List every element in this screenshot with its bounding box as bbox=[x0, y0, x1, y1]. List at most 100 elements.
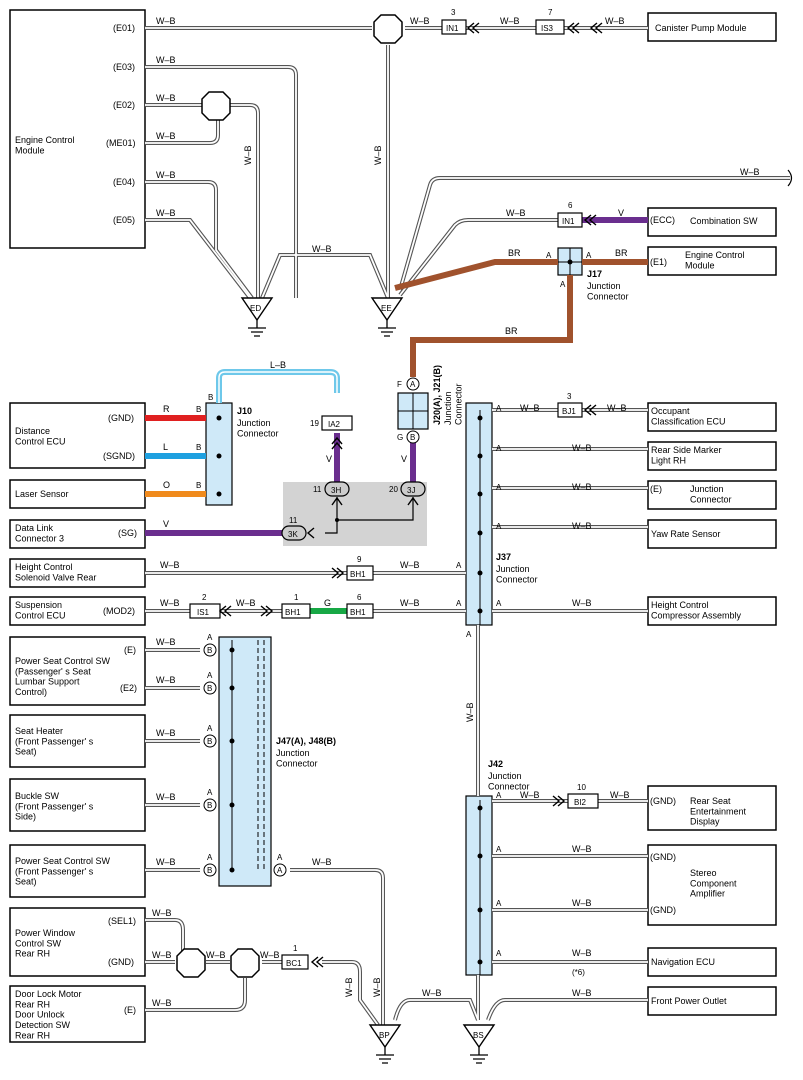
ground-bp bbox=[368, 1024, 402, 1049]
wire-lbl-20: W–B bbox=[160, 598, 180, 608]
rse-box bbox=[647, 785, 777, 831]
canister-label: Canister Pump Module bbox=[655, 23, 747, 33]
pn-1-bh1: 1 bbox=[294, 593, 299, 602]
ground-bs-label: BS bbox=[473, 1031, 484, 1040]
lb-wire bbox=[216, 369, 340, 403]
term-a-j37-2: A bbox=[496, 444, 502, 453]
pin-e03: (E03) bbox=[113, 62, 135, 72]
pin-ecc: (ECC) bbox=[650, 215, 675, 225]
term-a-j47-4: A bbox=[207, 788, 213, 797]
wire-lbl-5: W–B bbox=[156, 170, 176, 180]
wire-lbl-27: W–B bbox=[572, 898, 592, 908]
conn-3k: 3K bbox=[288, 530, 298, 539]
ground-ed bbox=[240, 297, 274, 322]
term-a-j47-3: A bbox=[207, 724, 213, 733]
term-b-j47-3: B bbox=[207, 737, 212, 746]
pin-gnd-stereo2: (GND) bbox=[650, 905, 676, 915]
pw-sw-box bbox=[9, 907, 146, 977]
wire-lbl-38: W–B bbox=[152, 950, 172, 960]
wire-lbl-40: W–B bbox=[260, 950, 280, 960]
term-a-j47-1: A bbox=[207, 633, 213, 642]
wire-lbl-13: W–B bbox=[520, 403, 540, 413]
combination-sw-label: Combination SW bbox=[690, 216, 758, 226]
pn-9: 9 bbox=[357, 555, 362, 564]
arrow-chevrons bbox=[218, 22, 603, 968]
term-a-j37-7: A bbox=[496, 599, 502, 608]
splice-pw2 bbox=[230, 948, 260, 978]
wire-lbl-br1: BR bbox=[508, 248, 521, 258]
ground-bars bbox=[248, 320, 488, 1064]
term-g: G bbox=[397, 433, 403, 442]
pin-gnd-pw: (GND) bbox=[108, 957, 134, 967]
junction-inner-lines bbox=[231, 248, 582, 975]
term-a-j42-2: A bbox=[496, 845, 502, 854]
term-b-j10-top: B bbox=[208, 393, 213, 402]
wire-lbl-29: W–B bbox=[572, 988, 592, 998]
pn-3-top: 3 bbox=[451, 8, 456, 17]
pn-6-ecc: 6 bbox=[568, 201, 573, 210]
laser-label: Laser Sensor bbox=[15, 489, 69, 499]
term-a-j17-bottom: A bbox=[560, 280, 566, 289]
wire-lbl-o: O bbox=[163, 480, 170, 490]
wire-lbl-vert-4: W–B bbox=[344, 977, 354, 997]
j37-title: J37 bbox=[496, 552, 511, 562]
term-a-j37-5: A bbox=[456, 561, 462, 570]
junction-dots bbox=[216, 259, 573, 965]
term-f: F bbox=[397, 380, 402, 389]
small-connectors bbox=[189, 19, 599, 970]
ground-ee bbox=[370, 297, 404, 322]
term-a-j42-3: A bbox=[496, 899, 502, 908]
splice-pw1 bbox=[176, 948, 206, 978]
wire-lbl-10: W–B bbox=[312, 244, 332, 254]
wire-lbl-39: W–B bbox=[206, 950, 226, 960]
wire-lbl-28: W–B bbox=[572, 948, 592, 958]
wire-lbl-33: W–B bbox=[156, 728, 176, 738]
yaw-box bbox=[647, 519, 777, 549]
term-a-j37-6: A bbox=[456, 599, 462, 608]
nav-label: Navigation ECU bbox=[651, 957, 715, 967]
wire-lbl-v-3h: V bbox=[326, 454, 332, 464]
j20-title: J20(A), J21(B) bbox=[432, 365, 442, 425]
pin-e01: (E01) bbox=[113, 23, 135, 33]
splice-top bbox=[373, 14, 403, 44]
colored-wires bbox=[145, 217, 648, 614]
term-a-j47-2: A bbox=[207, 671, 213, 680]
conn-bh1-c: BH1 bbox=[350, 608, 366, 617]
j20-sub: JunctionConnector bbox=[443, 383, 463, 425]
wire-lbl-14: W–B bbox=[607, 403, 627, 413]
wire-lbl-30: W–B bbox=[422, 988, 442, 998]
ground-ee-label: EE bbox=[381, 304, 392, 313]
wire-lbl-18: W–B bbox=[160, 560, 180, 570]
terminal-circles bbox=[203, 377, 420, 877]
ground-symbols bbox=[240, 297, 496, 1049]
wire-lbl-23: W–B bbox=[572, 598, 592, 608]
wire-lbl-21: W–B bbox=[236, 598, 256, 608]
wire-lbl-15: W–B bbox=[572, 443, 592, 453]
ecm-box bbox=[9, 9, 146, 249]
conn-is3: IS3 bbox=[541, 24, 554, 33]
term-b-j47-4: B bbox=[207, 801, 212, 810]
wire-lbl-v-3j: V bbox=[401, 454, 407, 464]
pin-e05: (E05) bbox=[113, 215, 135, 225]
pn-11-3h: 11 bbox=[313, 485, 322, 494]
term-a-j42-1: A bbox=[496, 791, 502, 800]
term-b-j10-3: B bbox=[196, 481, 201, 490]
pn-7-top: 7 bbox=[548, 8, 553, 17]
pn-20: 20 bbox=[389, 485, 398, 494]
conn-bi2: BI2 bbox=[574, 798, 587, 807]
shaded-wires bbox=[325, 497, 414, 534]
wire-lbl-2: W–B bbox=[156, 55, 176, 65]
wire-lbl-vert-5: W–B bbox=[372, 977, 382, 997]
conn-3j: 3J bbox=[407, 486, 415, 495]
wire-lbl-6: W–B bbox=[156, 208, 176, 218]
